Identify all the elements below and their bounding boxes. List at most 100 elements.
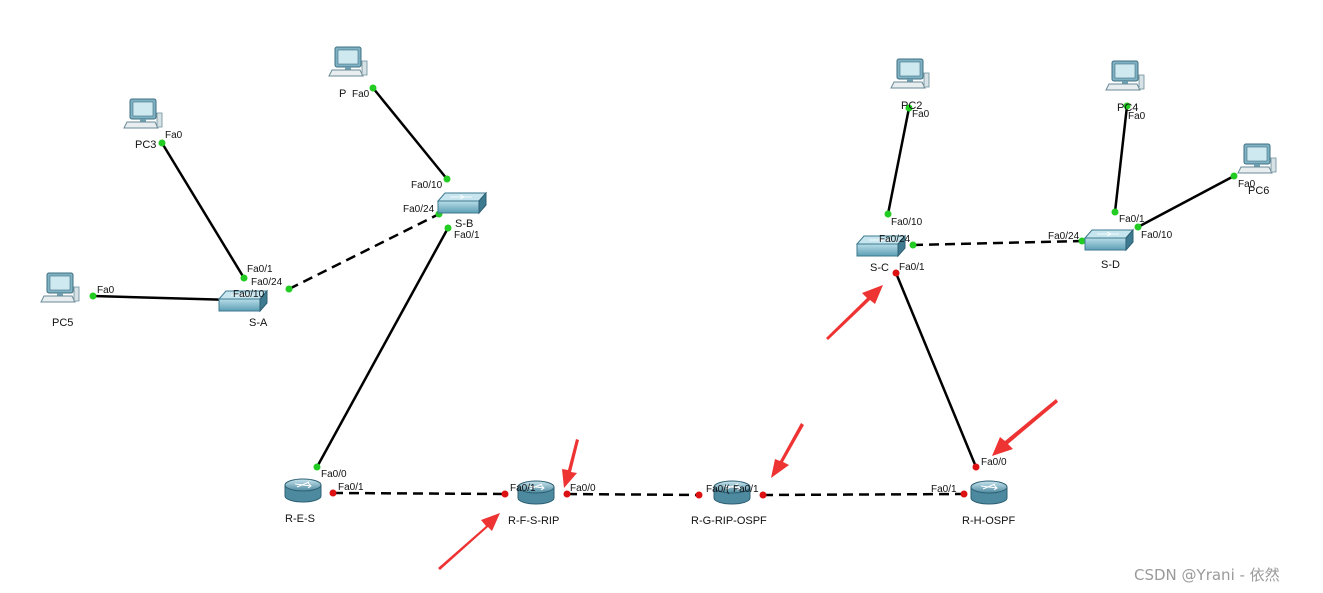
link-sa-sb[interactable] [288,212,440,291]
device-label-sc: S-C [870,262,889,274]
port-dot-down [695,491,703,499]
port-dot-up [1230,172,1238,180]
port-dot-up [89,292,97,300]
port-dot-up [1134,223,1142,231]
port-dot-down [892,269,900,277]
port-label: Fa0/1 [1119,214,1145,225]
link-sc-rh[interactable] [894,272,978,468]
port-dot-down [960,490,968,498]
switch-icon[interactable] [1084,229,1134,251]
pc-icon[interactable] [40,272,80,303]
devices [40,46,1277,505]
port-dot-up [313,463,321,471]
port-dot-up [443,175,451,183]
port-dot-up [158,139,166,147]
device-label-rf: R-F-S-RIP [508,515,559,527]
device-label-pc2: PC2 [901,100,922,112]
device-label-pc3: PC3 [135,139,156,151]
port-label: Fa0/10 [891,217,923,228]
link-pc2-sc[interactable] [886,107,911,215]
device-label-re: R-E-S [285,513,315,525]
link-rg-rh[interactable] [762,492,965,497]
port-dot-up [884,210,892,218]
port-label: Fa0/24 [879,234,911,245]
port-dot-up [1111,208,1119,216]
port-dot-down [972,463,980,471]
port-label: Fa0 [912,109,930,120]
link-rf-rg[interactable] [566,492,700,497]
link-re-rf[interactable] [332,491,506,496]
annotation-arrows [438,285,1058,570]
port-label: Fa0/24 [403,204,435,215]
port-dot-up [1123,102,1131,110]
annotation-arrow [562,439,579,488]
port-label: Fa0/1 [510,483,536,494]
port-dot-up [1078,237,1086,245]
port-label: Fa0/24 [1048,231,1080,242]
port-label: Fa0 [1238,179,1256,190]
links [92,87,1235,497]
device-label-pc1: P [339,88,346,100]
port-label: Fa0/1 [247,264,273,275]
device-labels: PC3 PC5 P PC2 PC4 PC6 S-A S-B S-C S-D R-… [52,88,1269,527]
router-icon[interactable] [970,480,1008,505]
device-label-rh: R-H-OSPF [962,515,1015,527]
link-pc5-sa[interactable] [92,294,234,302]
device-label-pc6: PC6 [1248,185,1269,197]
pc-icon[interactable] [123,98,163,129]
port-label: Fa0/1 [454,230,480,241]
pc-icon[interactable] [1105,60,1145,91]
port-labels: Fa0 Fa0 Fa0 Fa0/1 Fa0/24 Fa0/10 Fa0/10 F… [97,89,1256,495]
pc-icon[interactable] [890,58,930,89]
port-dot-down [759,491,767,499]
port-dot-up [905,104,913,112]
port-label: Fa0/10 [1141,230,1173,241]
port-label: Fa0/0 [570,483,596,494]
port-dot-up [285,285,293,293]
annotation-arrow [992,399,1058,456]
port-dot-down [329,489,337,497]
link-pc4-sd[interactable] [1113,105,1129,213]
port-label: Fa0/1 [931,484,957,495]
pc-icon[interactable] [1237,143,1277,174]
link-pc1-sb[interactable] [372,87,448,180]
port-label: Fa0/0 [321,469,347,480]
device-label-pc5: PC5 [52,317,73,329]
device-label-sa: S-A [249,317,268,329]
device-label-pc4: PC4 [1117,102,1138,114]
device-label-sd: S-D [1101,259,1120,271]
port-dot-up [444,224,452,232]
port-label: Fa0/10 [411,180,443,191]
link-sb-re[interactable] [315,227,450,468]
port-label: Fa0 [1128,111,1146,122]
port-dot-down [563,490,571,498]
port-dot-down [501,490,509,498]
port-label: Fa0 [165,130,183,141]
port-dot-up [909,241,917,249]
port-label: Fa0/0 [981,457,1007,468]
link-pc6-sd[interactable] [1137,174,1235,229]
pc-icon[interactable] [328,46,368,77]
annotation-arrow [771,423,804,478]
switch-icon[interactable] [437,192,487,214]
watermark-text: CSDN @Yrani - 依然 [1134,566,1280,584]
link-sc-sd[interactable] [912,239,1083,247]
port-label: Fa0 [97,285,115,296]
annotation-arrow [438,513,500,570]
annotation-arrow [826,285,883,340]
device-label-sb: S-B [455,218,473,230]
device-label-rg: R-G-RIP-OSPF [691,515,767,527]
port-label: Fa0/24 [251,277,283,288]
port-dot-up [240,274,248,282]
port-label: Fa0/1 [733,484,759,495]
link-pc3-sa[interactable] [160,142,246,279]
port-label: Fa0/10 [233,289,265,300]
port-label: Fa0/1 [338,482,364,493]
port-status-dots [89,84,1238,499]
port-label: Fa0/1 [899,262,925,273]
router-icon[interactable] [284,478,322,503]
port-label: Fa0/( [706,484,730,495]
port-label: Fa0 [352,89,370,100]
port-dot-up [369,84,377,92]
